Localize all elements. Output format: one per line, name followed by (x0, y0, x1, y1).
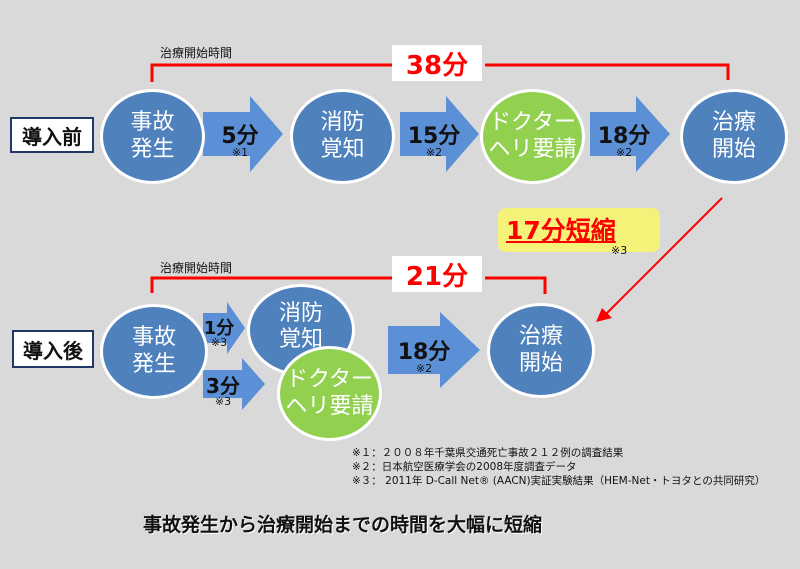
before-node-accident: 事故発生 (100, 89, 205, 184)
after-node-heli: ドクターヘリ要請 (277, 346, 382, 441)
reduction-text: 17分短縮 (506, 216, 616, 245)
before-node-treatment: 治療開始 (680, 89, 788, 184)
reduction-arrow-line (603, 197, 723, 317)
after-arrow-1: 1分※3 (203, 318, 235, 349)
after-caption: 治療開始時間 (160, 261, 233, 275)
reduction-arrow-head (596, 308, 612, 322)
before-caption: 治療開始時間 (160, 46, 233, 60)
before-arrow-1-shape (203, 96, 283, 172)
headline: 事故発生から治療開始までの時間を大幅に短縮 (143, 514, 543, 536)
reduction-badge: 17分短縮 ※3 (498, 208, 660, 257)
before-arrow-3: 18分※2 (597, 124, 651, 159)
footnote-2: ※２：日本航空医療学会の2008年度調査データ (352, 461, 577, 473)
after-arrow-1-shape (203, 302, 245, 354)
before-total: 38分 (392, 45, 482, 81)
before-bracket-left (150, 63, 400, 82)
before-arrow-1: 5分※1 (221, 124, 259, 159)
before-arrow-3-shape (590, 96, 670, 172)
after-label: 導入後 (12, 330, 94, 368)
after-node-accident: 事故発生 (100, 304, 208, 399)
after-arrow-2: 3分※3 (206, 374, 240, 408)
before-arrow-2-shape (400, 96, 479, 172)
after-arrow-3-shape (388, 312, 480, 388)
before-label: 導入前 (10, 117, 94, 153)
before-arrow-2: 15分※2 (407, 124, 461, 159)
after-arrow-3: 18分※2 (397, 340, 451, 375)
after-node-treatment: 治療開始 (487, 303, 595, 398)
footnotes: ※１：２００８年千葉県交通死亡事故２１２例の調査結果 ※２：日本航空医療学会の2… (352, 446, 765, 488)
after-bracket-left (150, 276, 400, 293)
before-node-fire: 消防覚知 (290, 89, 395, 184)
after-total: 21分 (392, 256, 482, 292)
before-node-heli: ドクターヘリ要請 (480, 89, 585, 184)
after-bracket-right (485, 276, 547, 294)
footnote-3: ※３： 2011年 D-Call Net® (AACN)実証実験結果（HEM-N… (352, 475, 766, 487)
reduction-note: ※3 (611, 244, 628, 257)
after-arrow-2-shape (203, 358, 265, 410)
before-bracket-right (485, 63, 730, 80)
footnote-1: ※１：２００８年千葉県交通死亡事故２１２例の調査結果 (352, 447, 624, 459)
